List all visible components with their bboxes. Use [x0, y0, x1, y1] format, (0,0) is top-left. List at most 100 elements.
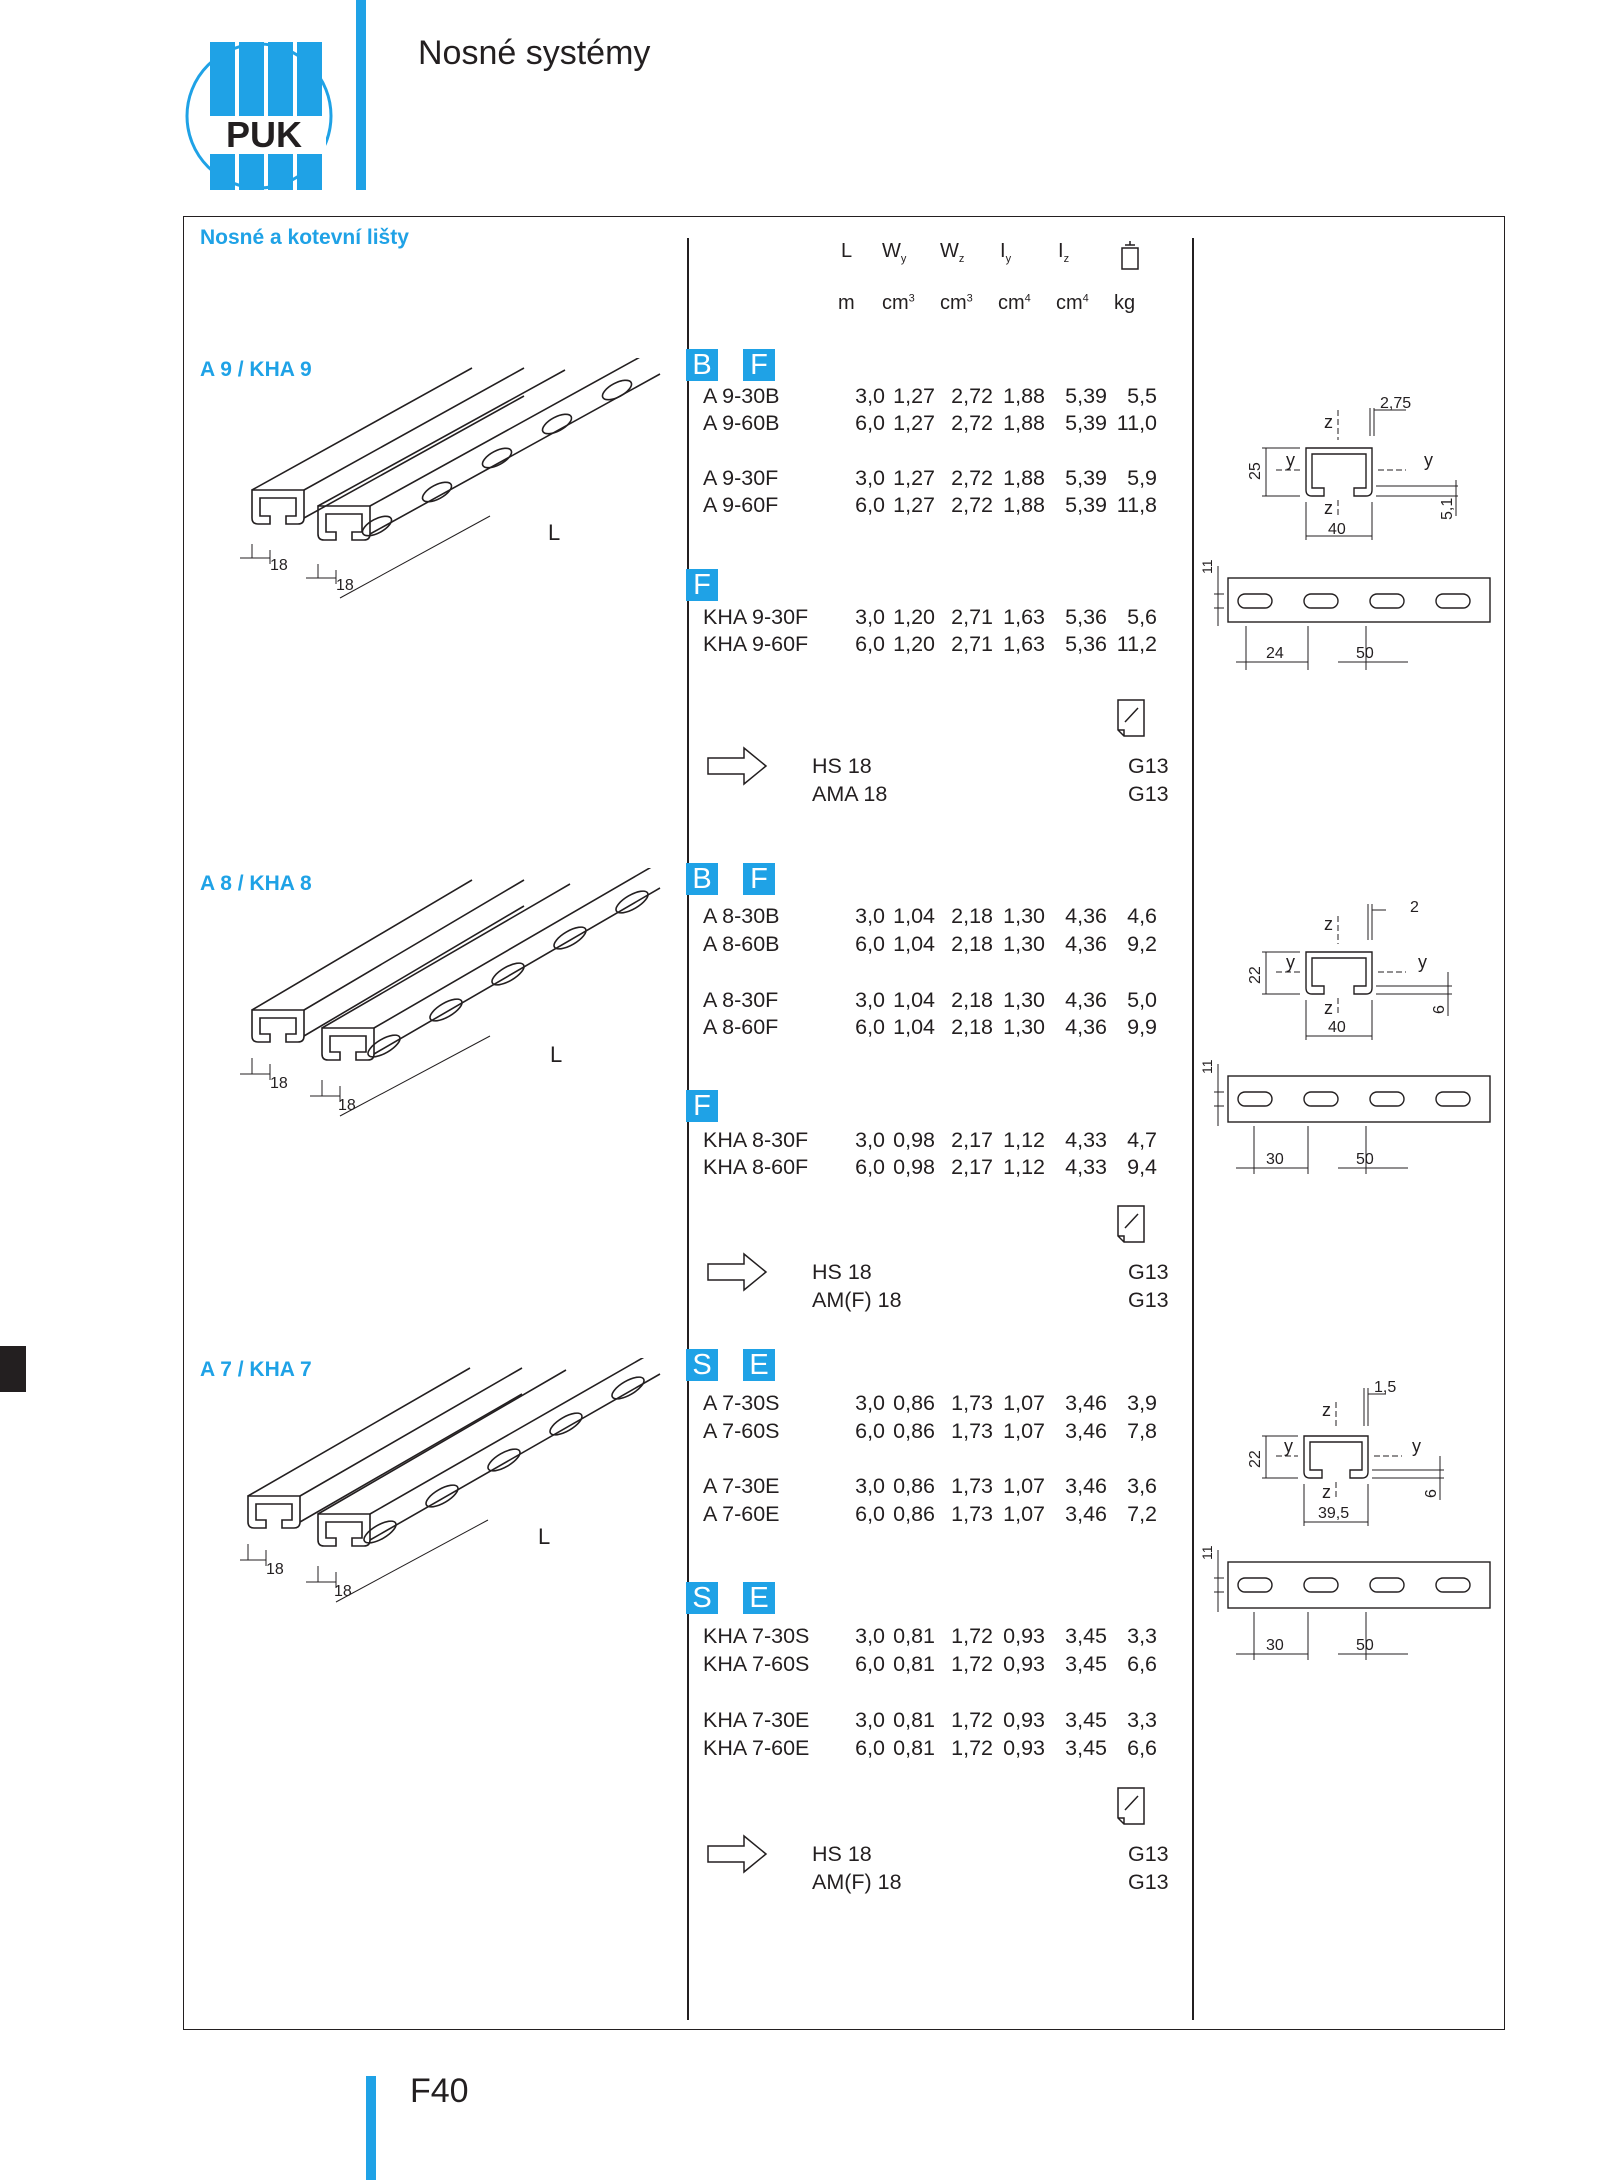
cell-weight: 5,9: [1127, 466, 1157, 490]
axis-label-z: z: [1322, 1400, 1331, 1420]
cell-weight: 11,8: [1116, 493, 1157, 517]
product-code: KHA 9-60F: [703, 632, 809, 656]
product-code: KHA 7-30E: [703, 1708, 810, 1732]
group-title-a8: A 8 / KHA 8: [200, 872, 312, 895]
dim-lip: 6: [1431, 1005, 1448, 1014]
cell-wz: 1,72: [951, 1708, 993, 1732]
cell-wz: 1,72: [951, 1652, 993, 1676]
cell-wy: 1,27: [893, 493, 935, 517]
product-code: A 9-30B: [703, 384, 780, 408]
cell-length: 3,0: [855, 988, 885, 1012]
cell-iy: 1,63: [1003, 632, 1045, 656]
col-header-iy-text: Iy: [1000, 240, 1012, 265]
cell-iz: 5,39: [1065, 384, 1107, 408]
badge-b: B: [686, 349, 718, 381]
accessory-name: AMA 18: [812, 782, 888, 806]
cell-length: 3,0: [855, 466, 885, 490]
dim-pitch-start: 30: [1266, 1151, 1284, 1168]
cell-iy: 0,93: [1003, 1708, 1045, 1732]
dim-pitch: 50: [1356, 1637, 1374, 1654]
cell-weight: 5,0: [1127, 988, 1157, 1012]
axis-label-y: y: [1412, 1436, 1421, 1456]
section-drawing-a8: z z y y 2 22 40 6 11 30 50: [1199, 899, 1491, 1174]
dim-label: 18: [334, 1583, 352, 1600]
badge-e: E: [743, 1349, 775, 1381]
dim-height: 22: [1247, 966, 1264, 984]
arrow-right-icon: [707, 1834, 768, 1874]
col-header-wy: Wy: [882, 240, 906, 265]
axis-label-z: z: [1324, 498, 1333, 518]
cell-weight: 9,2: [1127, 932, 1157, 956]
axis-label-z: z: [1324, 914, 1333, 934]
unit-weight: kg: [1114, 292, 1136, 314]
cell-length: 3,0: [855, 904, 885, 928]
badge-f: F: [743, 863, 775, 895]
header-accent-bar: [356, 0, 366, 190]
cell-wy: 1,20: [893, 632, 935, 656]
dim-slot: 11: [1199, 559, 1215, 574]
page-number: F40: [410, 2072, 469, 2110]
cell-iz: 4,33: [1065, 1128, 1107, 1152]
cell-iy: 1,07: [1003, 1502, 1045, 1526]
dim-lip: 6: [1423, 1489, 1440, 1498]
logo-text: PUK: [226, 114, 302, 155]
product-code: A 8-30F: [703, 988, 779, 1012]
col-header-iy: Iy: [1000, 240, 1011, 265]
axis-label-z: z: [1324, 412, 1333, 432]
dim-pitch-start: 30: [1266, 1637, 1284, 1654]
accessory-name: AM(F) 18: [812, 1288, 902, 1312]
cell-weight: 3,6: [1127, 1474, 1157, 1498]
footer-accent-bar: [366, 2076, 376, 2180]
cell-wz: 2,71: [951, 632, 993, 656]
cell-length: 3,0: [855, 1391, 885, 1415]
cell-iy: 0,93: [1003, 1624, 1045, 1648]
cell-wy: 1,27: [893, 411, 935, 435]
product-code: KHA 8-30F: [703, 1128, 809, 1152]
cell-iy: 1,30: [1003, 932, 1045, 956]
puk-logo: PUK: [185, 42, 333, 190]
cell-iy: 1,12: [1003, 1128, 1045, 1152]
axis-label-y: y: [1286, 450, 1295, 470]
col-header-iz: Iz: [1058, 240, 1069, 265]
cell-wy: 1,04: [893, 904, 935, 928]
document-icon: [1117, 1205, 1145, 1243]
cell-wy: 0,81: [893, 1652, 935, 1676]
group-title-a9: A 9 / KHA 9: [200, 358, 312, 381]
weight-icon: [1121, 241, 1139, 270]
cell-wz: 2,72: [951, 384, 993, 408]
dim-width: 40: [1328, 1019, 1346, 1036]
cell-length: 6,0: [855, 932, 885, 956]
accessory-ref: G13: [1128, 1288, 1169, 1312]
cell-wy: 0,86: [893, 1419, 935, 1443]
length-label: L: [548, 520, 560, 545]
accessory-ref: G13: [1128, 1260, 1169, 1284]
section-title: Nosné a kotevní lišty: [200, 226, 409, 249]
cell-length: 3,0: [855, 1624, 885, 1648]
cell-weight: 7,8: [1127, 1419, 1157, 1443]
dim-label: 18: [270, 1075, 288, 1092]
accessory-name: HS 18: [812, 754, 872, 778]
cell-wy: 0,98: [893, 1155, 935, 1179]
cell-iz: 3,46: [1065, 1391, 1107, 1415]
cell-iz: 4,33: [1065, 1155, 1107, 1179]
cell-wy: 0,81: [893, 1708, 935, 1732]
col-header-wz: Wz: [940, 240, 964, 265]
cell-iz: 5,39: [1065, 411, 1107, 435]
page-title: Nosné systémy: [418, 34, 651, 72]
cell-wy: 1,27: [893, 384, 935, 408]
cell-length: 6,0: [855, 1736, 885, 1760]
accessory-ref: G13: [1128, 1842, 1169, 1866]
cell-iz: 4,36: [1065, 932, 1107, 956]
axis-label-z: z: [1322, 1482, 1331, 1502]
dim-thickness: 1,5: [1374, 1379, 1396, 1396]
cell-length: 6,0: [855, 1155, 885, 1179]
